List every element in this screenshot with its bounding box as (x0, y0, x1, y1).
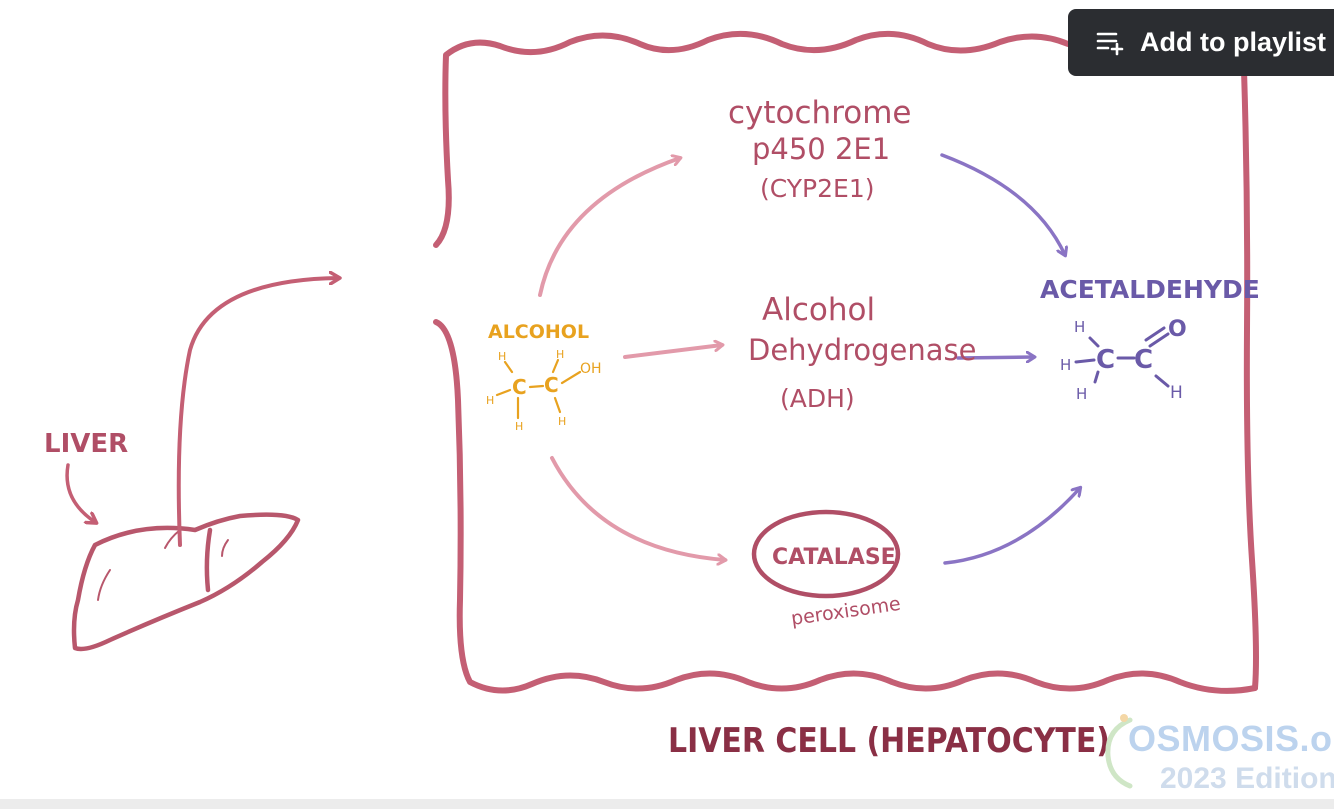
liver-to-cell-arrow (176, 278, 338, 547)
watermark-brand: OSMOSIS.org (1128, 718, 1334, 759)
acetaldehyde-h4: H (1170, 383, 1183, 403)
ethanol-c1: C (512, 375, 527, 399)
video-progress-track (0, 799, 1334, 809)
liver-outline (71, 512, 301, 652)
add-to-playlist-button[interactable]: Add to playlist (1068, 9, 1334, 76)
watermark-edition: 2023 Edition (1160, 762, 1334, 795)
liver-illustration (71, 512, 301, 652)
alcohol-label: ALCOHOL (488, 321, 589, 343)
ethanol-oh: OH (580, 361, 602, 377)
add-to-playlist-label: Add to playlist (1140, 27, 1327, 57)
ethanol-bonds (495, 358, 582, 420)
adh-enzyme: Alcohol Dehydrogenase (ADH) (748, 292, 977, 413)
cyp-to-acetaldehyde-arrow (940, 153, 1065, 255)
hepatocyte-membrane (433, 30, 1259, 694)
cyp-line2: p450 2E1 (752, 132, 890, 166)
membrane-top-left (433, 30, 1071, 248)
cyp-line3: (CYP2E1) (760, 174, 874, 203)
alcohol-to-cyp-arrow (538, 158, 680, 297)
catalase-peroxisome-outline (751, 509, 901, 599)
catalase-to-acetaldehyde-arrow (943, 488, 1080, 565)
liver-label: LIVER (44, 429, 128, 459)
ethanol-h1: H (498, 350, 506, 363)
catalase-label: CATALASE (772, 545, 896, 570)
ethanol-c2: C (544, 373, 559, 397)
adh-line1: Alcohol (762, 292, 875, 328)
adh-to-acetaldehyde-arrow (956, 357, 1034, 358)
catalase-enzyme: CATALASE peroxisome (751, 509, 902, 630)
acetaldehyde-c2: C (1134, 345, 1153, 375)
osmosis-logo-icon (1105, 714, 1133, 789)
ethanol-h4: H (556, 348, 564, 361)
osmosis-watermark: OSMOSIS.org 2023 Edition (1100, 712, 1334, 802)
ethanol-h2: H (486, 394, 494, 407)
ethanol-h5: H (558, 415, 566, 428)
acetaldehyde-label: ACETALDEHYDE (1040, 275, 1260, 304)
acetaldehyde-h2: H (1060, 356, 1071, 374)
peroxisome-label: peroxisome (790, 593, 902, 630)
acetaldehyde-bonds (1074, 326, 1170, 388)
ethanol-h3: H (515, 420, 523, 433)
playlist-add-icon (1096, 32, 1124, 55)
liver-cell-caption: LIVER CELL (HEPATOCYTE) (668, 721, 1110, 761)
membrane-right (1241, 67, 1259, 691)
acetaldehyde-h3: H (1076, 385, 1087, 403)
liver-pointer-arrow (65, 463, 95, 522)
acetaldehyde-molecule: ACETALDEHYDE C C O H H H H (1040, 275, 1260, 403)
acetaldehyde-o: O (1168, 317, 1187, 342)
liver-lobe-line (204, 527, 213, 593)
liver-detail-1 (97, 569, 111, 601)
alcohol-to-adh-arrow (623, 345, 722, 359)
ethanol-molecule: ALCOHOL C C OH H H H H H (486, 321, 602, 433)
adh-line3: (ADH) (780, 384, 855, 413)
cyp2e1-enzyme: cytochrome p450 2E1 (CYP2E1) (728, 95, 912, 203)
cyp-line1: cytochrome (728, 95, 912, 131)
adh-line2: Dehydrogenase (748, 333, 977, 367)
liver-detail-2 (221, 539, 229, 557)
membrane-bottom (433, 319, 1258, 694)
acetaldehyde-h1: H (1074, 318, 1085, 336)
alcohol-to-catalase-arrow (550, 456, 725, 560)
acetaldehyde-c1: C (1096, 345, 1115, 375)
